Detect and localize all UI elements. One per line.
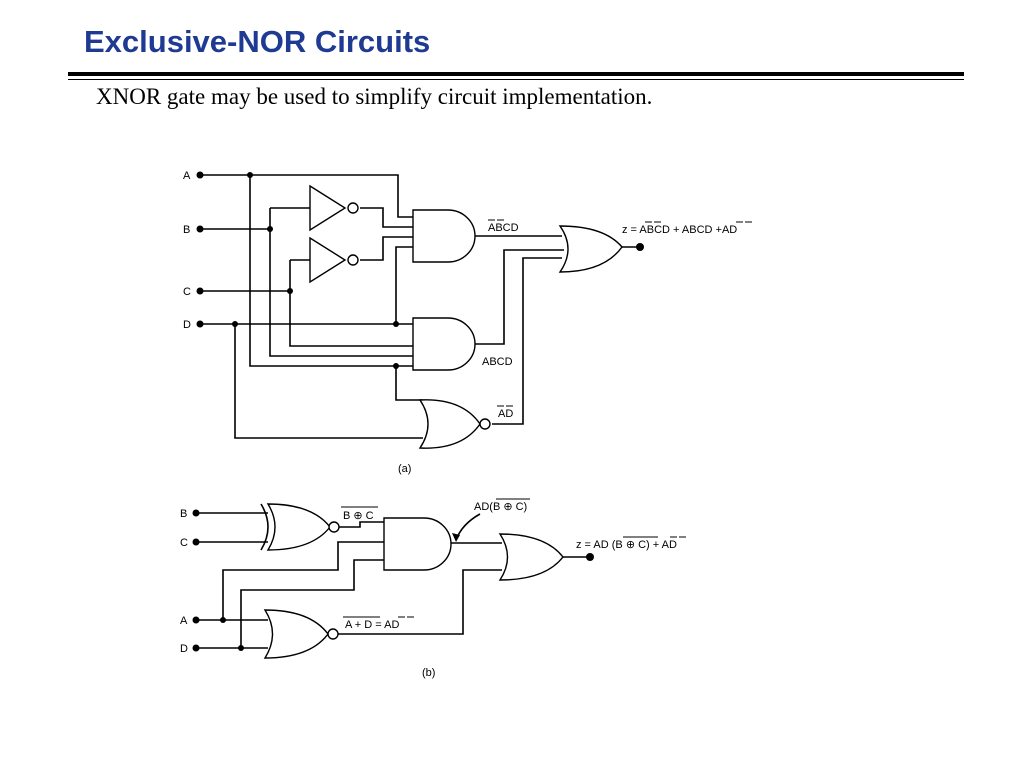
input-label-b: B (183, 224, 190, 236)
or-gate (558, 225, 623, 273)
input-terminal-d (196, 320, 204, 328)
figure-b-result: z = AD (B ⊕ C) + AD (576, 539, 677, 551)
slide-subtitle: XNOR gate may be used to simplify circui… (96, 84, 653, 109)
and-gate-1 (412, 209, 476, 263)
output-terminal-z (636, 243, 644, 251)
input-terminal-a (196, 171, 204, 179)
junction-dot (393, 363, 399, 369)
input-terminal-b (196, 225, 204, 233)
junction-dot (393, 321, 399, 327)
and-gate (383, 517, 452, 571)
title-rule-thick (68, 72, 964, 76)
figure-a-caption: (a) (398, 463, 411, 475)
inverter-gate-b (309, 184, 359, 232)
input-terminal-a (192, 616, 200, 624)
inverter-gate-c (309, 236, 359, 284)
figure-b-junctions (192, 509, 594, 652)
input-label-a: A (183, 170, 191, 182)
junction-dot (220, 617, 226, 623)
input-label-a: A (180, 615, 188, 627)
nor-output-label: A + D = AD (345, 619, 399, 631)
input-label-c: C (183, 286, 191, 298)
annotation-arrow (452, 513, 481, 542)
nor-gate (263, 609, 339, 659)
junction-dot (247, 172, 253, 178)
and2-output-label: ABCD (482, 356, 513, 368)
or-gate (498, 533, 564, 581)
figure-b-wires (196, 512, 590, 649)
figure-b: B C A D B ⊕ C AD(B ⊕ C) A + D = AD z = A… (180, 498, 686, 679)
junction-dot (267, 226, 273, 232)
nor-output-label: AD (498, 408, 513, 420)
input-label-c: C (180, 537, 188, 549)
and1-output-label: ABCD (488, 222, 519, 234)
slide-title: Exclusive-NOR Circuits (84, 24, 431, 59)
junction-dot (238, 645, 244, 651)
figure-b-caption: (b) (422, 667, 435, 679)
and-gate-2 (412, 317, 476, 371)
input-terminal-b (192, 509, 200, 517)
xnor-gate (260, 503, 340, 551)
output-terminal-z (586, 553, 594, 561)
input-label-b: B (180, 508, 187, 520)
junction-dot (287, 288, 293, 294)
input-terminal-d (192, 644, 200, 652)
figure-a-junctions (196, 171, 644, 369)
figure-a: A B C D ABCD ABCD AD z = ABCD + ABCD +AD… (183, 170, 752, 475)
input-terminal-c (196, 287, 204, 295)
xnor-output-label: B ⊕ C (343, 510, 374, 522)
input-terminal-c (192, 538, 200, 546)
and-output-label: AD(B ⊕ C) (474, 501, 527, 513)
nor-gate (418, 399, 491, 449)
junction-dot (232, 321, 238, 327)
title-rule-thin (68, 79, 964, 80)
input-label-d: D (183, 319, 191, 331)
input-label-d: D (180, 643, 188, 655)
figure-a-result: z = ABCD + ABCD +AD (622, 224, 737, 236)
